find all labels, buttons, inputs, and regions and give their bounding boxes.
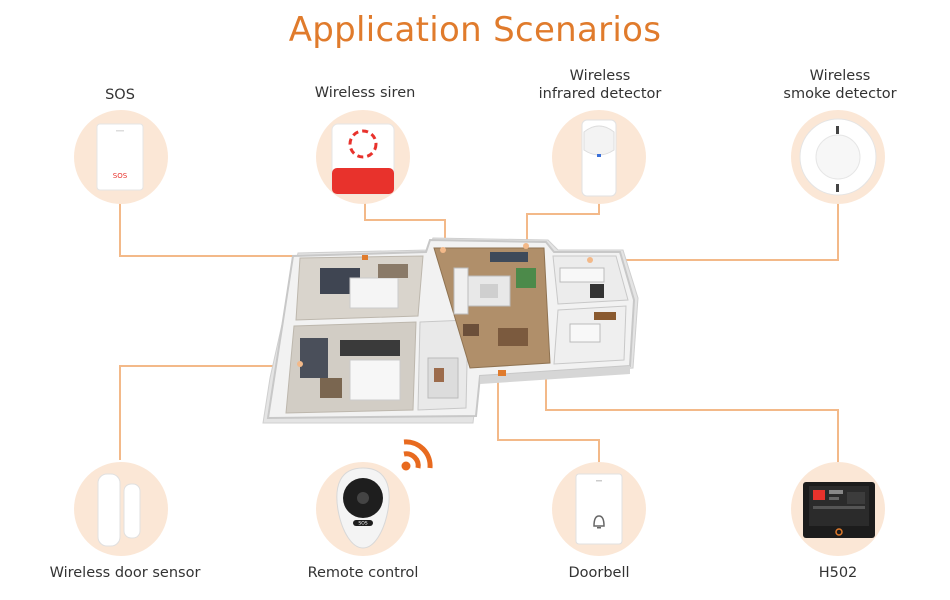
infrared-label-line2: infrared detector — [538, 86, 662, 102]
smoke-detector-icon — [799, 118, 877, 196]
doorbell-label: Doorbell — [568, 565, 630, 581]
remote-control-icon: SOS — [336, 467, 390, 549]
sos-badge: SOS — [113, 172, 128, 180]
remote-device-circle: SOS — [316, 462, 410, 556]
siren-icon — [331, 123, 395, 195]
h502-label: H502 — [818, 565, 858, 581]
siren-label: Wireless siren — [314, 85, 416, 101]
remote-label: Remote control — [307, 565, 419, 581]
doorbell-icon — [575, 473, 623, 545]
h502-panel-icon — [803, 482, 875, 538]
infrared-label-line1: Wireless — [569, 68, 631, 84]
sos-button-icon: SOS — [96, 123, 144, 191]
door-sensor-label: Wireless door sensor — [49, 565, 201, 581]
h502-device-circle — [791, 462, 885, 556]
smoke-label-line1: Wireless — [809, 68, 871, 84]
door-sensor-device-circle — [74, 462, 168, 556]
infrared-device-circle — [552, 110, 646, 204]
infrared-label: Wireless infrared detector — [530, 67, 670, 103]
smoke-device-circle — [791, 110, 885, 204]
wifi-signal-icon — [401, 439, 433, 471]
infrared-detector-icon — [581, 119, 617, 197]
remote-sos-badge: SOS — [358, 521, 367, 527]
door-sensor-icon — [97, 473, 141, 547]
page-title: Application Scenarios — [288, 10, 662, 50]
floor-plan-image — [262, 237, 639, 424]
smoke-label-line2: smoke detector — [783, 86, 897, 102]
sos-label: SOS — [105, 87, 135, 103]
doorbell-device-circle — [552, 462, 646, 556]
siren-device-circle — [316, 110, 410, 204]
smoke-label: Wireless smoke detector — [770, 67, 910, 103]
sos-device-circle: SOS — [74, 110, 168, 204]
